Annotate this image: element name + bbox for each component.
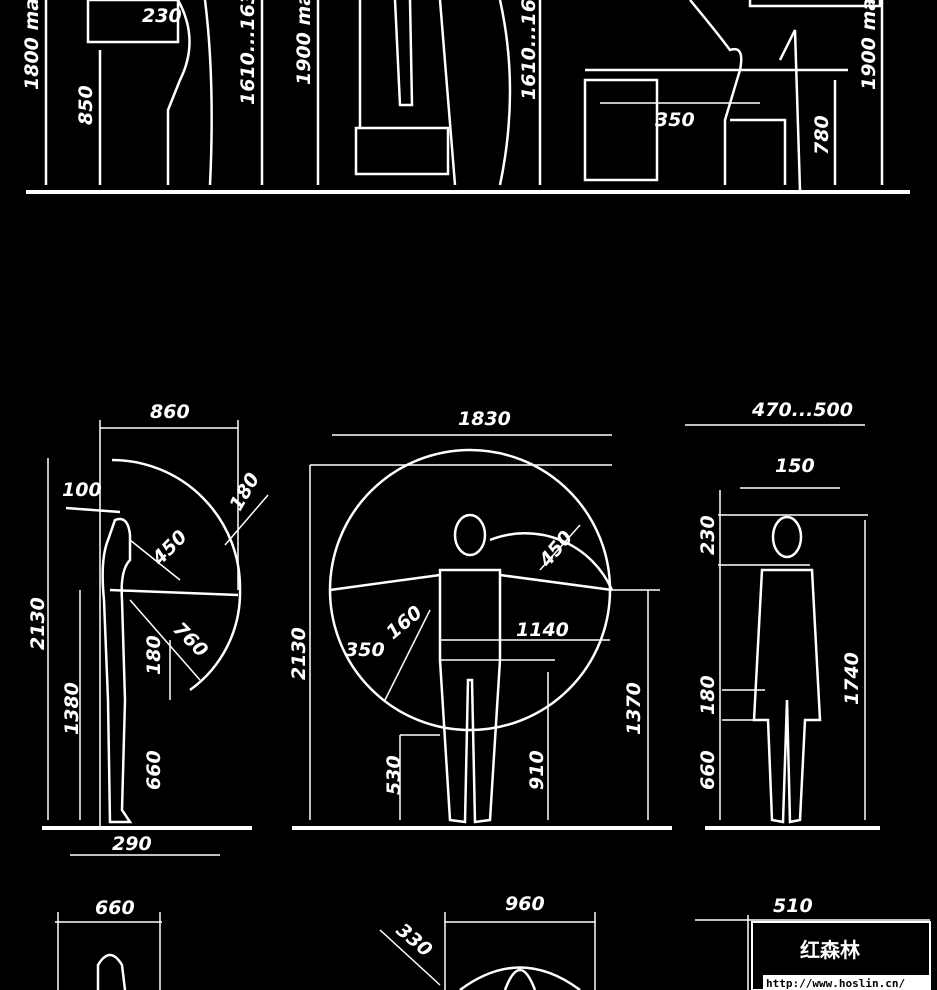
- side-profile-reach: [42, 420, 269, 856]
- dim-label: 660: [697, 750, 719, 790]
- dim-label: 1370: [623, 682, 645, 735]
- dim-label: 150: [775, 455, 815, 477]
- dim-label: 1140: [516, 619, 569, 641]
- dim-label: 180: [143, 635, 165, 675]
- dim-label: 850: [75, 85, 97, 125]
- top-row-drawing: [26, 0, 910, 194]
- dim-label: 290: [112, 833, 152, 855]
- dim-label: 180: [225, 469, 264, 514]
- dim-label: 180: [697, 675, 719, 715]
- standing-figure: [685, 424, 880, 830]
- standing-figure-labels: 470...500 150 230 1740 180 660: [697, 399, 863, 790]
- dim-label: 330: [392, 919, 437, 961]
- dim-label: 1740: [841, 652, 863, 705]
- dim-label: 160: [382, 601, 427, 643]
- dim-label: 470...500: [751, 399, 853, 421]
- dim-label: 230: [697, 515, 719, 555]
- dim-label: 1800 max: [21, 0, 43, 90]
- dim-label: 960: [505, 893, 545, 915]
- watermark-brand: 红森林: [800, 938, 860, 962]
- dim-label: 780: [811, 115, 833, 155]
- dim-label: 2130: [27, 597, 49, 650]
- dim-label: 1610...1630: [237, 0, 259, 105]
- watermark: 红森林 http://www.hoslin.cn/: [751, 921, 931, 990]
- dim-label: 530: [383, 755, 405, 795]
- dim-label: 1830: [458, 408, 511, 430]
- dim-label: 910: [526, 750, 548, 790]
- front-figure-reach: [292, 434, 672, 830]
- dim-label: 230: [142, 5, 182, 27]
- dim-label: 1380: [61, 682, 83, 735]
- watermark-url: http://www.hoslin.cn/: [766, 977, 905, 990]
- side-profile-labels: 860 100 180 450 760 2130 1380 180 660 29…: [27, 401, 264, 855]
- dim-label: 1610...1630: [518, 0, 540, 100]
- top-row-labels: 1800 max 230 850 1610...1630 1900 max 16…: [21, 0, 880, 155]
- dim-label: 1900 max: [293, 0, 315, 85]
- dim-label: 760: [168, 618, 212, 662]
- bottom-row-drawing: [55, 912, 930, 990]
- dim-label: 450: [147, 526, 191, 570]
- dim-label: 660: [143, 750, 165, 790]
- dim-label: 350: [655, 109, 695, 131]
- dim-label: 660: [95, 897, 135, 919]
- dim-label: 100: [62, 479, 102, 501]
- dim-label: 510: [773, 895, 813, 917]
- dim-label: 350: [345, 639, 385, 661]
- dim-label: 860: [150, 401, 190, 423]
- dim-label: 1900 max: [858, 0, 880, 90]
- dim-label: 2130: [288, 627, 310, 680]
- bottom-row-labels: 660 960 330 510: [95, 893, 813, 961]
